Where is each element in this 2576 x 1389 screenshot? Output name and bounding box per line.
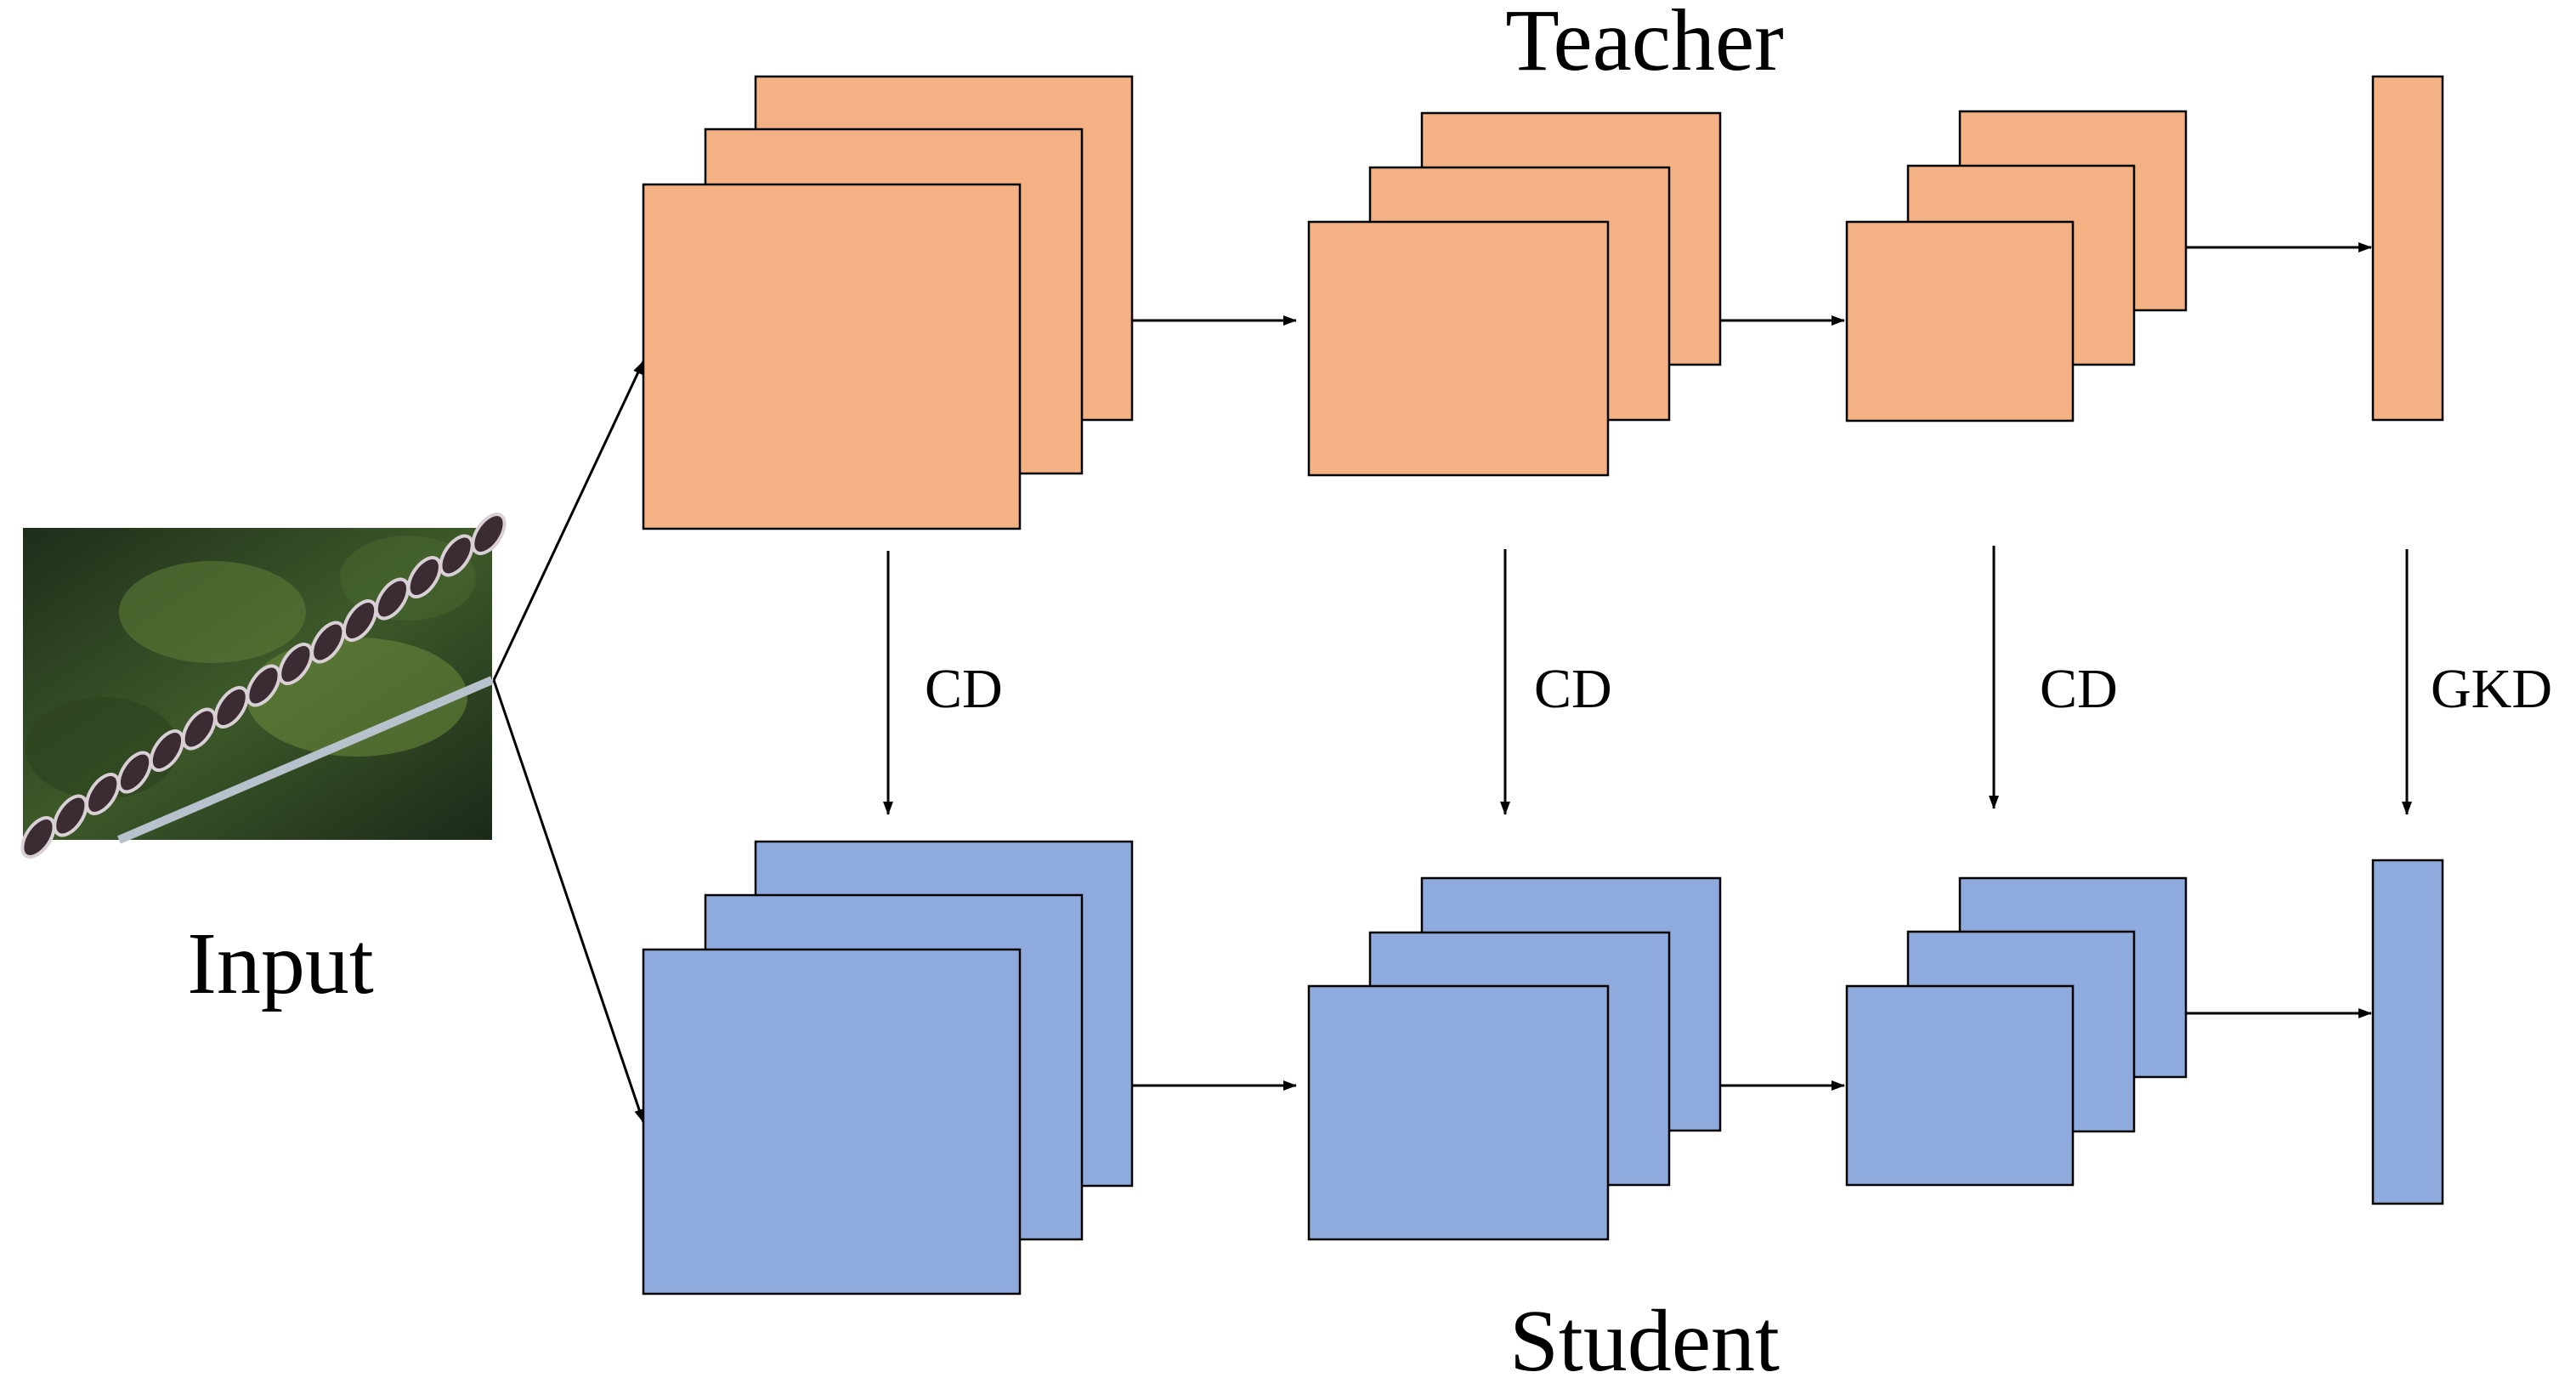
distill-label-3: CD	[2040, 658, 2118, 720]
student-output-vector	[2371, 859, 2444, 1205]
teacher-feature-map	[1845, 220, 2075, 422]
insulator-disc	[85, 773, 121, 815]
insulator-disc	[406, 556, 442, 598]
insulator-disc	[439, 534, 474, 577]
student-stage-3	[1845, 876, 2188, 1187]
student-stage-1	[642, 840, 1134, 1295]
insulator-disc	[471, 513, 507, 555]
teacher-stage-2	[1307, 111, 1722, 477]
student-feature-map	[1307, 984, 1610, 1241]
teacher-feature-map	[642, 183, 1022, 530]
insulator-disc	[53, 794, 88, 837]
insulator-disc	[20, 816, 56, 859]
teacher-stage-3	[1845, 110, 2188, 422]
teacher-label: Teacher	[1505, 0, 1784, 89]
input-label: Input	[187, 915, 374, 1012]
teacher-stage-1	[642, 75, 1134, 530]
distill-label-2: CD	[1534, 658, 1612, 720]
insulator-disc	[310, 621, 346, 664]
insulator-disc	[149, 729, 185, 772]
distill-label-4: GKD	[2431, 658, 2552, 720]
student-label: Student	[1509, 1292, 1780, 1389]
insulator-disc	[342, 599, 378, 642]
student-stage-2	[1307, 876, 1722, 1241]
insulator-disc	[374, 577, 410, 621]
teacher-output-vector	[2371, 75, 2444, 422]
student-feature-map	[1845, 984, 2075, 1187]
input-to-teacher-arrow	[492, 360, 645, 681]
distill-label-1: CD	[925, 658, 1003, 720]
teacher-feature-map	[1307, 220, 1610, 477]
input-to-student-arrow	[492, 679, 645, 1123]
insulator-disc	[213, 686, 249, 729]
insulator-disc	[181, 707, 217, 751]
input-image	[20, 513, 507, 859]
insulator-disc	[278, 643, 314, 685]
insulator-chain	[20, 513, 507, 859]
insulator-disc	[116, 751, 153, 794]
student-feature-map	[642, 948, 1022, 1295]
insulator-disc	[246, 664, 281, 707]
